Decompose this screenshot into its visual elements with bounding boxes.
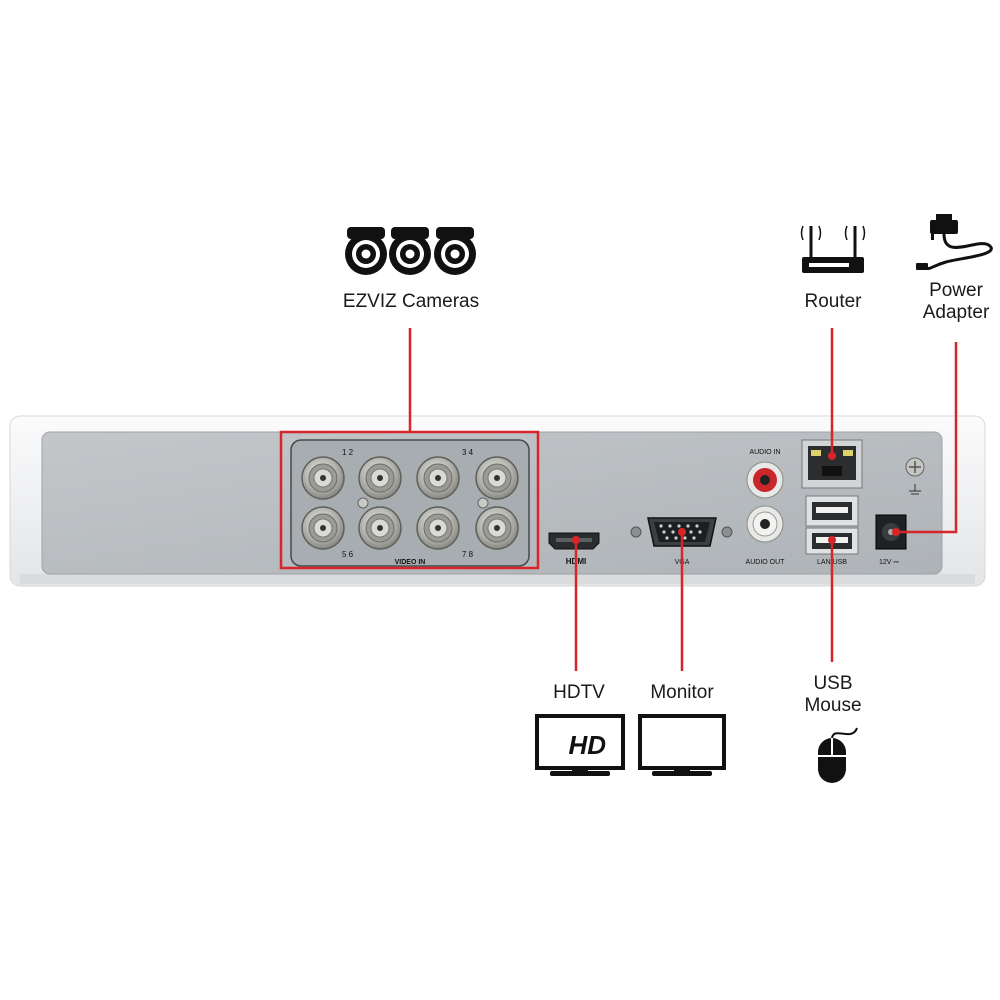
channel-label-34: 3 4 — [462, 448, 474, 457]
hdtv-icon: HD — [535, 714, 625, 776]
mouse-icon — [818, 727, 858, 783]
label-power-1: Power — [929, 280, 984, 301]
channel-label-78: 7 8 — [462, 550, 474, 559]
camera-icon — [345, 227, 387, 275]
callout-lines — [279, 328, 958, 671]
bnc-connector-1[interactable] — [301, 456, 345, 500]
router-icon — [800, 225, 866, 273]
bnc-connector-2[interactable] — [358, 456, 402, 500]
camera-icon — [434, 227, 476, 275]
label-usb-2: Mouse — [804, 695, 861, 716]
bnc-connector-6[interactable] — [358, 506, 402, 550]
bnc-connector-7[interactable] — [416, 506, 460, 550]
channel-label-56: 5 6 — [342, 550, 354, 559]
channel-label-12: 1 2 — [342, 448, 354, 457]
monitor-icon — [638, 714, 726, 776]
bnc-connectors — [301, 456, 519, 550]
panel-screw — [357, 497, 369, 509]
bnc-connector-8[interactable] — [475, 506, 519, 550]
camera-icon — [389, 227, 431, 275]
label-power-2: Adapter — [923, 302, 990, 323]
audio-in-label: AUDIO IN — [749, 449, 780, 456]
channel-labels: 1 2 3 4 5 6 7 8 VIDEO IN — [342, 448, 474, 566]
label-usb-1: USB — [813, 673, 852, 694]
vga-pins — [659, 524, 702, 540]
bnc-connector-3[interactable] — [416, 456, 460, 500]
panel-screw — [477, 497, 489, 509]
audio-in-jack[interactable] — [746, 461, 784, 499]
label-monitor: Monitor — [650, 682, 714, 703]
video-in-block — [290, 439, 530, 567]
callout-dots — [572, 452, 900, 544]
audio-out-jack[interactable] — [746, 505, 784, 543]
label-cameras: EZVIZ Cameras — [343, 291, 479, 312]
label-hdtv: HDTV — [553, 682, 605, 703]
ground-screw — [905, 457, 925, 495]
power-in-label: 12V ⎓ — [879, 559, 899, 566]
power-adapter-icon — [916, 214, 993, 270]
usb-port-top[interactable] — [805, 495, 859, 527]
bnc-connector-5[interactable] — [301, 506, 345, 550]
audio-out-label: AUDIO OUT — [746, 559, 786, 566]
video-in-label: VIDEO IN — [395, 559, 426, 566]
hd-badge: HD — [568, 730, 606, 760]
callout-labels: EZVIZ Cameras Router Power Adapter HDTV … — [343, 280, 990, 716]
cameras-icon-group — [345, 227, 476, 275]
bnc-connector-4[interactable] — [475, 456, 519, 500]
label-router: Router — [804, 291, 862, 312]
